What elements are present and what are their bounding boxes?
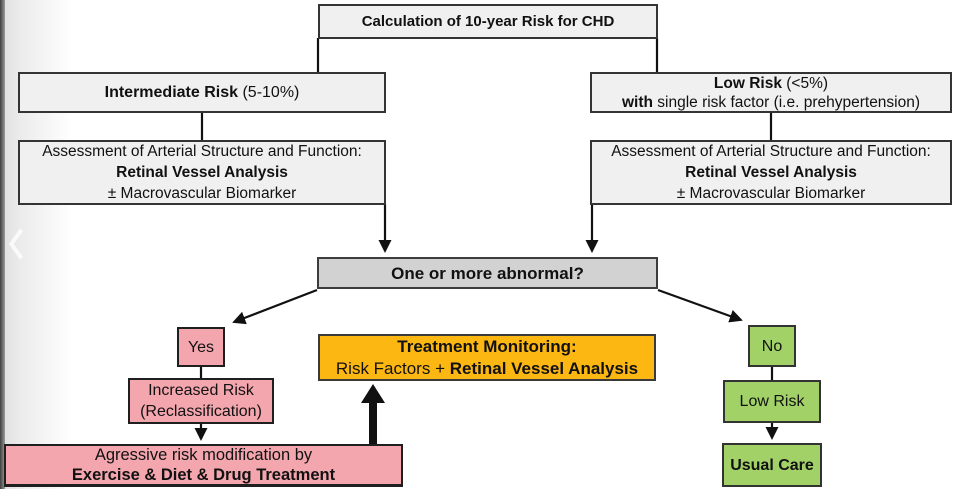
node-intermediate-risk-label: Intermediate Risk (5-10%) (104, 84, 300, 101)
node-aggressive-modification-line1: Agressive risk modification by (94, 446, 313, 464)
node-low-risk-entry: Low Risk (<5%) with single risk factor (… (590, 72, 952, 113)
node-aggressive-modification: Agressive risk modification by Exercise … (4, 444, 403, 487)
node-treatment-monitoring-line1: Treatment Monitoring: (397, 336, 577, 356)
node-one-or-more-abnormal-label: One or more abnormal? (391, 263, 584, 283)
assessment-line3: ± Macrovascular Biomarker (676, 185, 866, 202)
node-increased-risk: Increased Risk (Reclassification) (128, 378, 274, 424)
node-yes: Yes (177, 327, 225, 367)
node-low-risk-entry-line2: with single risk factor (i.e. prehyperte… (621, 93, 921, 111)
node-low-risk-entry-line1: Low Risk (<5%) (713, 74, 829, 92)
assessment-line2: Retinal Vessel Analysis (116, 164, 288, 181)
node-calculation-title: Calculation of 10-year Risk for CHD (318, 4, 658, 39)
assessment-line2: Retinal Vessel Analysis (685, 164, 857, 181)
node-low-risk-result-label: Low Risk (739, 393, 805, 410)
node-intermediate-risk: Intermediate Risk (5-10%) (18, 72, 386, 113)
node-treatment-monitoring: Treatment Monitoring: Risk Factors + Ret… (318, 334, 656, 381)
assessment-line3: ± Macrovascular Biomarker (107, 185, 297, 202)
node-low-risk-result: Low Risk (723, 380, 821, 423)
node-treatment-monitoring-line2: Risk Factors + Retinal Vessel Analysis (335, 358, 639, 378)
node-usual-care: Usual Care (722, 443, 822, 487)
left-edge-strip (0, 0, 5, 489)
assessment-line1: Assessment of Arterial Structure and Fun… (611, 143, 931, 160)
thick-up-arrow (361, 384, 385, 444)
node-one-or-more-abnormal: One or more abnormal? (317, 257, 658, 289)
node-no-label: No (761, 337, 783, 355)
assessment-line1: Assessment of Arterial Structure and Fun… (42, 143, 362, 160)
node-yes-label: Yes (187, 338, 215, 356)
node-calculation-title-label: Calculation of 10-year Risk for CHD (361, 13, 615, 30)
node-no: No (748, 325, 796, 367)
node-increased-risk-line2: (Reclassification) (140, 403, 262, 420)
node-assessment-left: Assessment of Arterial Structure and Fun… (18, 140, 386, 205)
node-assessment-right: Assessment of Arterial Structure and Fun… (590, 140, 952, 205)
node-aggressive-modification-line2: Exercise & Diet & Drug Treatment (71, 466, 336, 484)
node-increased-risk-line1: Increased Risk (148, 382, 254, 399)
node-usual-care-label: Usual Care (730, 456, 814, 474)
